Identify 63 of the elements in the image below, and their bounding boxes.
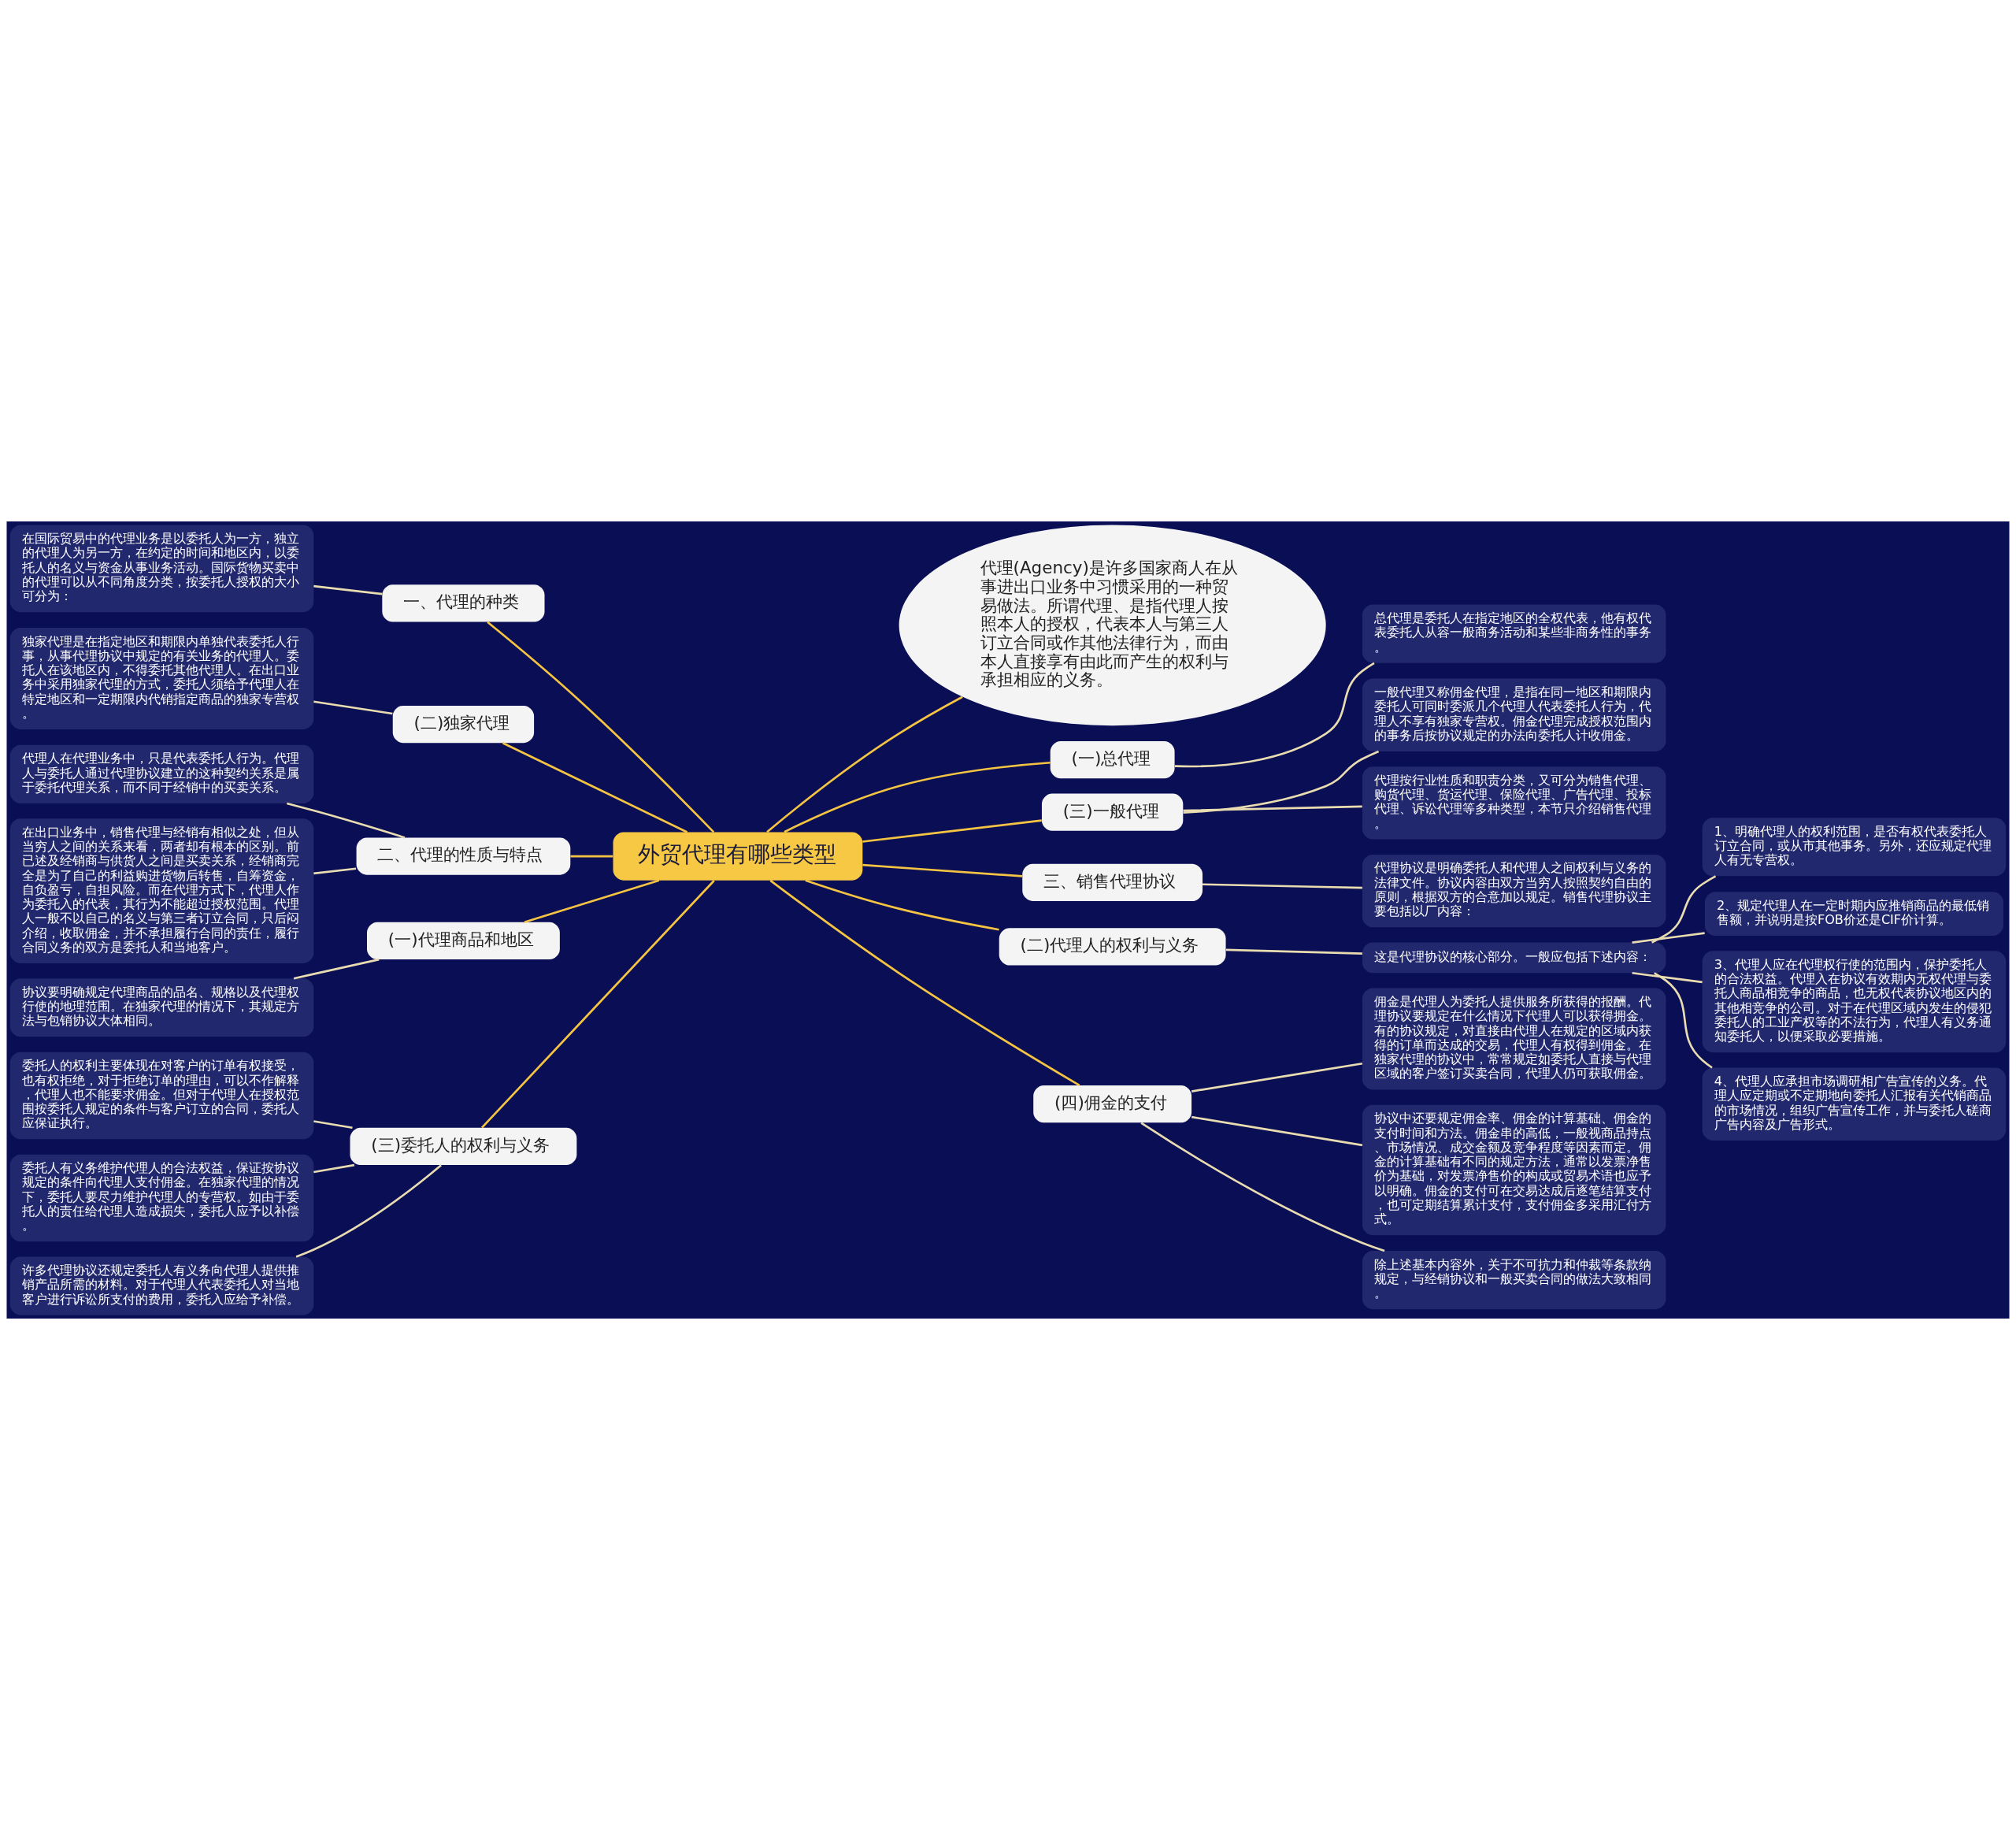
node-box: 在出口业务中，销售代理与经销有相似之处，但从当穷人之间的关系来看，两者却有根本的区别。前已述及经销商与供货人之间是买卖关系，经销商完全是为了自己的利益购进货物后转售，自筹资金，自负盈亏，自担风险。而在代理方式下，代理人作为委托入的代表，其行为不能超过授权范围。代理人一般不以自己的名义与第三者订立合同，只后闷介绍，收取佣金，并不承担履行合同的责任，履行合同义务的双方是委托人和当地客户。 (9, 818, 314, 963)
node-box: 一、代理的种类 (382, 584, 545, 622)
node-box: 3、代理人应在代理权行使的范围内，保护委托人的合法权益。代理入在协议有效期内无权代理与委托人商品相竞争的商品，也无权代表协议地区内的其他相竞争的公司。对于在代理区域内发生的侵犯委托人的工业产权等的不法行为，代理人有义务通知委托人，以便采取必要措施。 (1702, 951, 2007, 1053)
connector (502, 741, 688, 833)
connector (1174, 662, 1375, 768)
node-box: 协议中还要规定佣金率、佣金的计算基础、佣金的支付时间和方法。佣金串的高低，一般视商品持点、市场情况、成交金额及竞争程度等因素而定。佣金的计算基础有不同的规定方法，通常以发票净售价为基础，对发票净售价的构成或贸易术语也应予以明确。佣金的支付可在交易达成后逐笔结算支付，也可定期结算累计支付，支付佣金多采用汇付方式。 (1362, 1104, 1666, 1236)
connector (313, 584, 383, 595)
node-box: (一)代理商品和地区 (367, 922, 560, 960)
connector (1183, 750, 1380, 814)
connector (313, 867, 357, 875)
connector (295, 1164, 443, 1258)
node-box: 许多代理协议还规定委托人有义务向代理人提供推销产品所需的材料。对于代理人代表委托人对当地客户进行诉讼所支付的费用，委托入应给予补偿。 (9, 1256, 314, 1315)
connector (313, 1163, 355, 1174)
node-box: 委托人有义务维护代理人的合法权益，保证按协议规定的条件向代理人支付佣金。在独家代理的情况下，委托人要尽力维护代理人的专营权。如由于委托人的责任给代理人造成损失，委托人应予以补偿。 (9, 1154, 314, 1242)
node-box: 委托人的权利主要体现在对客户的订单有权接受，也有权拒绝，对于拒绝订单的理由，可以不作解释，代理人也不能要求佣金。但对于代理人在授权范围按委托人规定的条件与客户订立的合同，委托人应保证执行。 (9, 1052, 314, 1140)
node-box: 4、代理人应承担市场调研相广告宣传的义务。代理人应定期或不定期地向委托人汇报有关代销商品的市场情况，组织广告宣传工作，并与委托人磋商广告内容及广告形式。 (1702, 1067, 2007, 1141)
node-box: 协议要明确规定代理商品的品名、规格以及代理权行使的地理范围。在独家代理的情况下，其规定方法与包销协议大体相同。 (9, 978, 314, 1037)
connector (313, 1120, 353, 1130)
connector (1183, 805, 1362, 812)
node-box: 总代理是委托人在指定地区的全权代表，他有权代表委托人从容一般商务活动和某些非商务性的事务。 (1362, 604, 1666, 663)
node-box: 一般代理又称佣金代理，是指在同一地区和期限内委托人可同时委派几个代理人代表委托人行为，代理人不享有独家专营权。佣金代理完成授权范围内的事务后按协议规定的办法向委托人计收佣金。 (1362, 678, 1666, 751)
connector (1225, 948, 1362, 955)
node-box: 三、销售代理协议 (1022, 863, 1203, 901)
node-box: 佣金是代理人为委托人提供服务所获得的报酬。代理协议要规定在什么情况下代理人可以获得拥金。有的协议规定，对直接由代理人在规定的区域内获得的订单而达成的交易，代理人有权得到佣金。在独家代理的协议中，常常规定如委托人直接与代理区域的客户签订买卖合同，代理人仍可获取佣金。 (1362, 988, 1666, 1090)
node-box: 二、代理的性质与特点 (356, 837, 571, 875)
node-box: (二)代理人的权利与义务 (999, 928, 1226, 966)
connector (1191, 1062, 1363, 1092)
connector (1191, 1115, 1363, 1147)
node-box: (四)佣金的支付 (1033, 1085, 1192, 1123)
node-box: (二)独家代理 (392, 705, 535, 744)
connector (805, 879, 999, 931)
node-box: 代理人在代理业务中，只是代表委托人行为。代理人与委托人通过代理协议建立的这种契约关系是属于委托代理关系，而不同于经销中的买卖关系。 (9, 744, 314, 803)
connector (481, 880, 715, 1129)
connector (1632, 932, 1705, 944)
node-box: 外贸代理有哪些类型 (613, 832, 863, 881)
connector (1203, 883, 1362, 889)
node-ellipse: 代理(Agency)是许多国家商人在从事进出口业务中习惯采用的一种贸易做法。所谓代理、是指代理人按照本人的授权，代表本人与第三人订立合同或作其他法律行为，而由本人直接享有由此而产生的权利与承担相应的义务。 (899, 525, 1326, 726)
connector (293, 958, 380, 980)
node-box: (三)一般代理 (1041, 793, 1184, 831)
connector (1632, 971, 1703, 984)
node-box: 独家代理是在指定地区和期限内单独代表委托人行事，从事代理协议中规定的有关业务的代理人。委托人在该地区内，不得委托其他代理人。在出口业务中采用独家代理的方式，委托人须给予代理人在特定地区和一定期限内代销指定商品的独家专营权。 (9, 628, 314, 729)
node-box: 2、规定代理人在一定时期内应推销商品的最低销售额，并说明是按FOB价还是CIF价计算。 (1704, 892, 2003, 936)
connector (1140, 1122, 1385, 1252)
connector (1654, 972, 1713, 1069)
connector (487, 621, 715, 833)
node-box: 这是代理协议的核心部分。一般应包括下述内容： (1362, 942, 1666, 974)
node-box: 除上述基本内容外，关于不可抗力和仲裁等条款纳规定，与经销协议和一般买卖合同的做法大致相同。 (1362, 1251, 1666, 1310)
node-box: 代理协议是明确委托人和代理人之间权利与义务的法律文件。协议内容由双方当穷人按照契约自由的原则，根据双方的合意加以规定。销售代理协议主要包括以厂内容： (1362, 854, 1666, 928)
connector (570, 855, 613, 858)
connector (862, 863, 1023, 877)
connector (769, 879, 1080, 1087)
connector (1651, 875, 1717, 944)
node-box: 在国际贸易中的代理业务是以委托人为一方，独立的代理人为另一方，在约定的时间和地区内，以委托人的名义与资金从事业务活动。国际货物买卖中的代理可以从不同角度分类，按委托人授权的大小可分为： (9, 525, 314, 613)
node-box: 代理按行业性质和职责分类，又可分为销售代理、购货代理、货运代理、保险代理、广告代理、投标代理、诉讼代理等多种类型，本节只介绍销售代理。 (1362, 766, 1666, 840)
node-box: 1、明确代理人的权利范围，是否有权代表委托人订立合同，或从市其他事务。另外，还应规定代理人有无专营权。 (1702, 818, 2007, 877)
connector (862, 819, 1042, 843)
connector (286, 802, 406, 839)
connector (524, 879, 660, 924)
connector (766, 696, 963, 833)
connector (313, 700, 393, 715)
node-box: (三)委托人的权利与义务 (350, 1127, 577, 1166)
connector (784, 761, 1051, 833)
node-box: (一)总代理 (1050, 741, 1175, 779)
